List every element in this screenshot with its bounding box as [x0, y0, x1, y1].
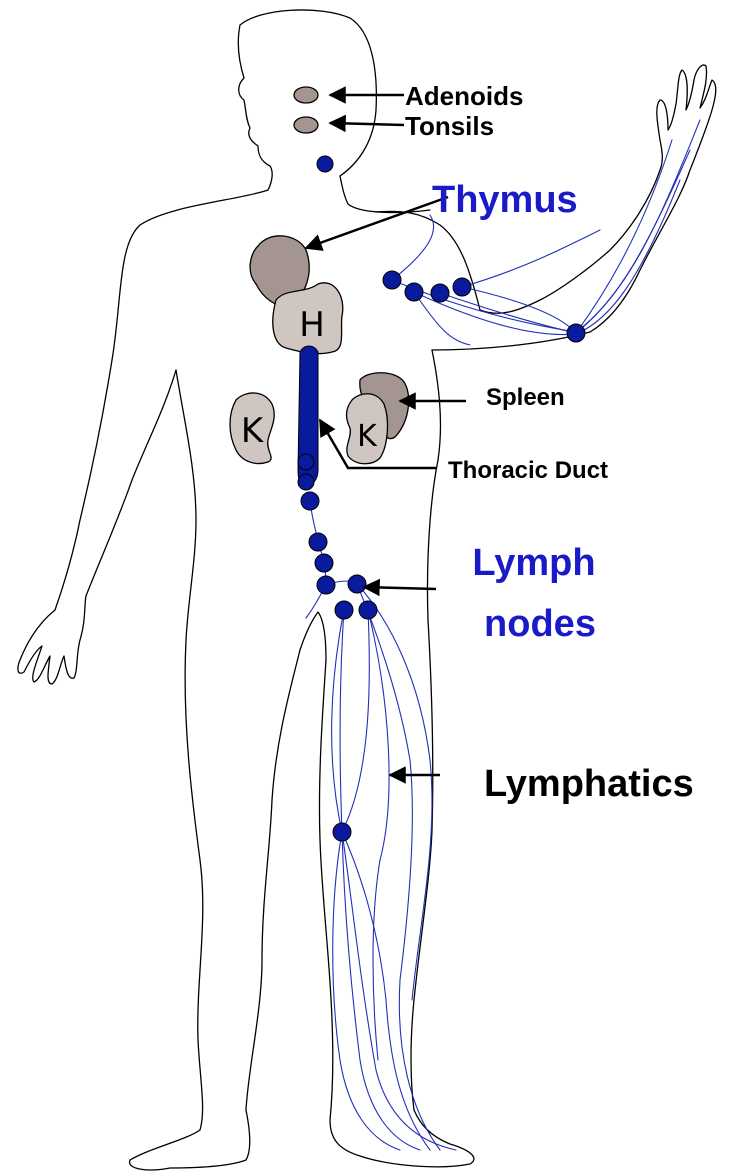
tonsils-arrow: [330, 123, 404, 125]
left-arm-outline: [18, 190, 268, 684]
adenoids-organ: [294, 87, 318, 103]
lymph-node-knee: [333, 823, 351, 841]
tonsils-organ: [294, 117, 318, 133]
arm-vessel: [392, 150, 690, 332]
left-leg-outline: [130, 640, 300, 1170]
left-kidney-letter: K: [241, 411, 265, 451]
leg-vessel: [340, 610, 420, 1150]
crotch-outline: [300, 612, 326, 660]
lymph-node-duct: [301, 492, 319, 510]
lymph-node-groin: [317, 576, 335, 594]
heart-letter: H: [299, 305, 325, 345]
arm-vessel: [440, 120, 700, 333]
lymph-node-groin: [348, 575, 366, 593]
lymph-node-groin: [359, 601, 377, 619]
lymph-node-neck: [317, 156, 333, 172]
lymph-node-abdomen: [309, 533, 327, 551]
leg-vessel: [342, 832, 430, 1150]
arm-vessel: [392, 215, 434, 280]
arm-vessel: [462, 230, 600, 287]
right-leg-outline: [319, 620, 473, 1167]
leg-vessel: [333, 610, 400, 1150]
lymph-nodes-arrow: [364, 587, 436, 589]
label-lymph-nodes-line1: Lymph: [472, 542, 595, 584]
label-lymphatics: Lymphatics: [484, 763, 694, 805]
left-torso-outline: [176, 370, 196, 640]
label-thymus: Thymus: [432, 179, 578, 221]
lymph-node-duct: [298, 474, 314, 490]
label-tonsils: Tonsils: [405, 111, 494, 141]
label-spleen: Spleen: [486, 384, 565, 411]
label-lymph-nodes-line2: nodes: [484, 603, 596, 645]
organs: [230, 87, 409, 464]
leg-vessel: [368, 610, 389, 1060]
lymph-node-axilla: [405, 283, 423, 301]
body-outline: [18, 10, 716, 1170]
lymph-node-abdomen: [315, 554, 333, 572]
thymus-arrow: [306, 197, 448, 248]
label-thoracic-duct: Thoracic Duct: [448, 457, 608, 484]
right-kidney-letter: K: [357, 419, 378, 454]
lymph-node-duct: [298, 454, 314, 470]
lymph-node-axilla: [431, 284, 449, 302]
label-adenoids: Adenoids: [405, 81, 523, 111]
arm-vessel: [462, 140, 672, 333]
lymph-node-elbow: [567, 324, 585, 342]
lymph-nodes: [298, 156, 585, 841]
lymph-node-axilla: [383, 271, 401, 289]
lymph-node-axilla: [453, 278, 471, 296]
right-torso-outline: [427, 350, 440, 620]
lymph-node-groin: [335, 601, 353, 619]
